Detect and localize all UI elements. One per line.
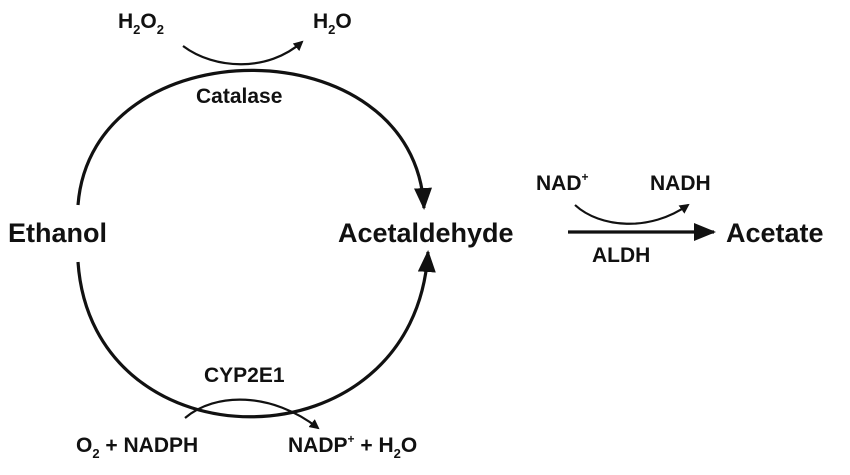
catalase-label: Catalase: [196, 85, 282, 108]
nadh-label: NADH: [650, 172, 711, 195]
acetate-label: Acetate: [726, 218, 824, 248]
nad-plus-label: NAD+: [536, 170, 589, 195]
o2-nadph-label: O2 + NADPH: [76, 434, 198, 461]
ethanol-label: Ethanol: [8, 218, 107, 248]
catalase-cofactor-arrow: [182, 40, 304, 66]
nadp-h2o-label: NADP+ + H2O: [288, 432, 417, 461]
aldh-label: ALDH: [592, 244, 650, 267]
h2o2-label: H2O2: [118, 10, 164, 37]
aldh-cofactor-arrow: [574, 203, 690, 225]
cyp2e1-label: CYP2E1: [204, 364, 285, 387]
catalase-pathway-arc: [76, 68, 432, 210]
h2o-label: H2O: [313, 10, 352, 37]
acetaldehyde-label: Acetaldehyde: [338, 218, 514, 248]
cyp2e1-cofactor-arrow: [184, 398, 320, 430]
cyp2e1-pathway-arc: [76, 250, 436, 419]
